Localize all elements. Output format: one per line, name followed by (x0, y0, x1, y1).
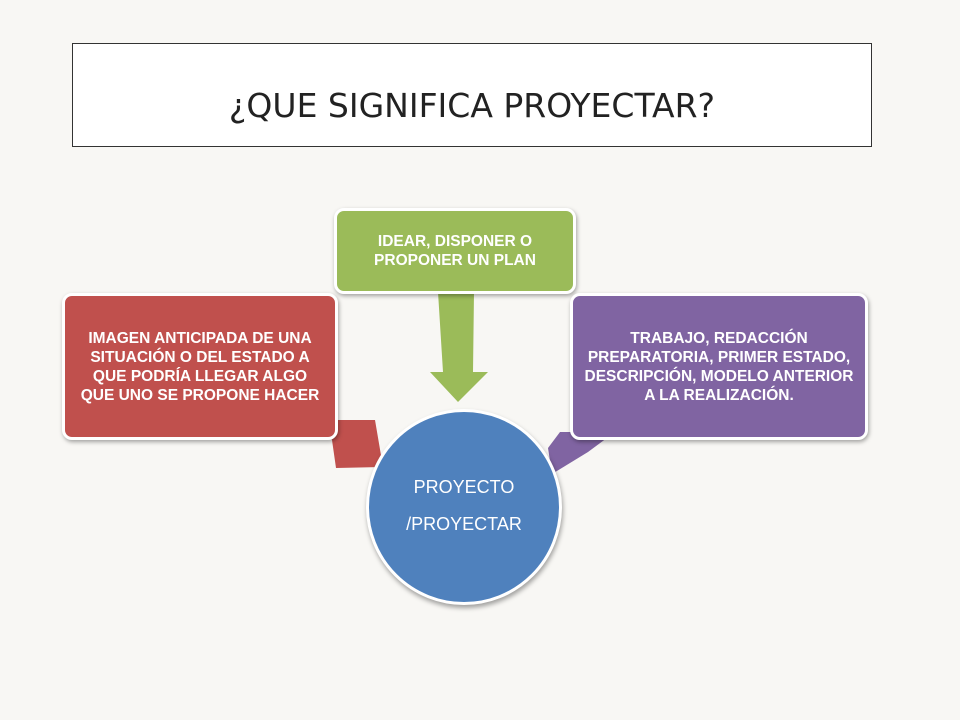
center-label-line1: PROYECTO (413, 477, 515, 497)
node-definition-top: IDEAR, DISPONER O PROPONER UN PLAN (334, 208, 576, 294)
center-label-line2: /PROYECTAR (406, 514, 522, 534)
slide-title: ¿QUE SIGNIFICA PROYECTAR? (228, 86, 716, 125)
node-right-text: TRABAJO, REDACCIÓN PREPARATORIA, PRIMER … (584, 329, 854, 404)
title-box: ¿QUE SIGNIFICA PROYECTAR? (72, 43, 872, 147)
node-left-text: IMAGEN ANTICIPADA DE UNA SITUACIÓN O DEL… (80, 329, 320, 404)
node-definition-left: IMAGEN ANTICIPADA DE UNA SITUACIÓN O DEL… (62, 293, 338, 440)
node-definition-right: TRABAJO, REDACCIÓN PREPARATORIA, PRIMER … (570, 293, 868, 440)
arrow-right (548, 432, 615, 474)
center-circle: PROYECTO /PROYECTAR (366, 409, 562, 605)
node-top-text: IDEAR, DISPONER O PROPONER UN PLAN (374, 233, 536, 269)
arrow-top (430, 292, 488, 402)
